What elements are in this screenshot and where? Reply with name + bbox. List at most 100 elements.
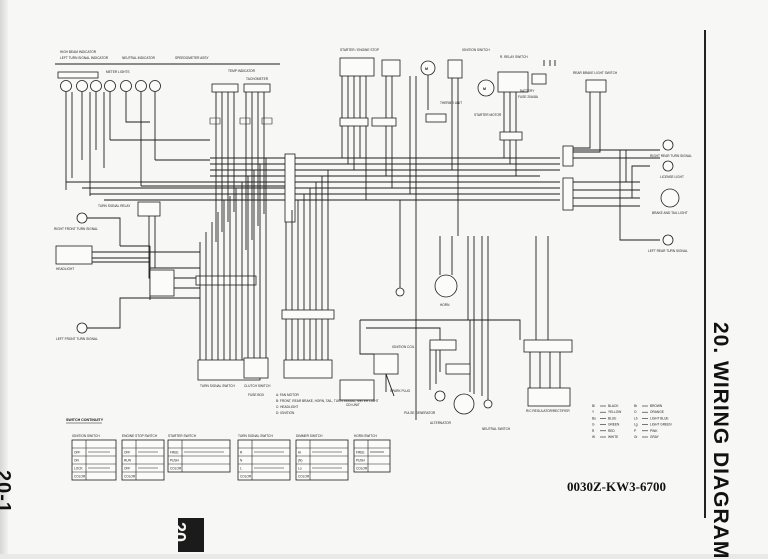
switch-table-title: IGNITION SWITCH xyxy=(72,434,100,438)
right-rear-turn-signal-bulb xyxy=(662,139,674,151)
right-rear-turn-signal-label: RIGHT REAR TURN SIGNAL xyxy=(650,154,692,158)
relay-switch-label: R. RELAY SWITCH xyxy=(500,55,528,59)
switch-table-row-label: ON xyxy=(74,459,79,463)
fuse-box-label: FUSE BOX xyxy=(248,393,265,397)
legend-code: Lb xyxy=(634,416,638,420)
alternator-symbol xyxy=(453,393,475,415)
switch-table-row-label: OFF xyxy=(124,451,130,455)
switch-table-title: DIMMER SWITCH xyxy=(296,434,323,438)
pulse-generator-symbol xyxy=(434,390,446,402)
section-title: 20. WIRING DIAGRAM xyxy=(709,322,732,559)
fuse-note-d: D: IGNITION xyxy=(276,411,295,415)
regulator-connector xyxy=(523,339,573,353)
fuse-note-a: A: FAN MOTOR xyxy=(276,393,299,397)
ignition-coil-box xyxy=(373,353,399,375)
switch-table-row-label: PUSH xyxy=(170,459,180,463)
left-front-turn-signal-bulb xyxy=(76,322,88,334)
switch-table-row-label: Hi xyxy=(298,451,301,455)
switch-table-row-label: COLOR xyxy=(74,475,86,479)
switch-table-title: HORN SWITCH xyxy=(354,434,378,438)
starter-motor-symbol xyxy=(477,79,495,97)
rear-junction-connector xyxy=(562,177,574,211)
svg-text:M: M xyxy=(425,67,428,71)
pulse-generator-label: PULSE GENERATOR xyxy=(404,411,436,415)
rear-brake-switch: REAR BRAKE LIGHT SWITCH xyxy=(573,71,618,153)
page-edge-shadow xyxy=(0,0,8,554)
instrument-cluster: HIGH BEAM INDICATOR LEFT TURN SIGNAL IND… xyxy=(55,50,280,93)
turn-signal-relay-box xyxy=(137,201,161,217)
rear-brake-switch-label: REAR BRAKE LIGHT SWITCH xyxy=(573,71,618,75)
tachometer-label: TACHOMETER xyxy=(246,77,269,81)
part-number: 0030Z-KW3-6700 xyxy=(567,479,666,494)
fuse-note-c: C: HEADLIGHT xyxy=(276,405,298,409)
headlight-label: HEADLIGHT xyxy=(56,267,74,271)
speedometer-label: SPEEDOMETER ASSY xyxy=(175,56,210,60)
switch-table-row-label: COLOR xyxy=(240,475,252,479)
legend-code: R xyxy=(592,429,595,433)
legend-color-name: LIGHT GREEN xyxy=(650,423,672,427)
regulator-rectifier-box xyxy=(527,387,571,407)
horn-button-symbol xyxy=(395,287,405,297)
switch-table-row-label: (N) xyxy=(298,459,302,463)
high-beam-indicator-label: HIGH BEAM INDICATOR xyxy=(60,50,97,54)
battery-label: BATTERY xyxy=(520,89,535,93)
alternator-label: ALTERNATOR xyxy=(430,421,452,425)
legend-code: Br xyxy=(634,404,638,408)
clutch-switch-box xyxy=(243,357,269,379)
switch-table-row-label: OFF xyxy=(74,451,80,455)
horn-label: HORN xyxy=(440,303,450,307)
clutch-switch-label: CLUTCH SWITCH xyxy=(244,384,271,388)
legend-color-name: LIGHT BLUE xyxy=(650,416,669,420)
switch-table-row-label: PUSH xyxy=(356,459,366,463)
license-light-bulb xyxy=(662,160,674,172)
headlight-unit xyxy=(55,245,93,265)
switch-table-row-label: OFF xyxy=(124,467,130,471)
cdi-unit-label: CDI UNIT xyxy=(346,403,360,407)
page-number: 20-1 xyxy=(0,470,14,515)
switch-table-frame xyxy=(295,439,349,481)
handlebar-connectors: TURN SIGNAL SWITCH CLUTCH SWITCH FUSE BO… xyxy=(195,158,379,415)
license-light-label: LICENSE LIGHT xyxy=(660,175,684,179)
ignition-charging: HORN IGNITION COIL SPARK PLUG CDI UNIT P… xyxy=(339,200,573,431)
starter-motor-label: STARTER MOTOR xyxy=(474,113,502,117)
legend-color-name: PINK xyxy=(650,429,658,433)
section-tab xyxy=(178,518,204,552)
legend-code: O xyxy=(634,410,637,414)
switch-table-row-label: Lo xyxy=(298,467,302,471)
switch-table-row-label: RUN xyxy=(124,459,132,463)
fuse-box xyxy=(283,359,333,379)
legend-color-name: BLUE xyxy=(608,416,616,420)
svg-text:M: M xyxy=(483,87,486,91)
legend-code: Gr xyxy=(634,435,638,439)
legend-code: W xyxy=(592,435,595,439)
legend-code: Bu xyxy=(592,416,596,420)
switch-table-title: STARTER SWITCH xyxy=(168,434,197,438)
switch-table-row-label: COLOR xyxy=(124,475,136,479)
legend-code: Y xyxy=(592,410,595,414)
neutral-switch-symbol xyxy=(483,399,493,409)
legend-color-name: GRAY xyxy=(650,435,660,439)
fuse-label: FUSE 20A/8A xyxy=(518,95,539,99)
legend-color-name: RED xyxy=(608,429,615,433)
left-junction-connector xyxy=(284,153,296,223)
meter-lights-label: METER LIGHTS xyxy=(106,70,130,74)
front-lighting: TURN SIGNAL RELAY RIGHT FRONT TURN SIGNA… xyxy=(54,201,200,341)
legend-code: Bl xyxy=(592,404,595,408)
switch-table-title: ENGINE STOP SWITCH xyxy=(122,434,158,438)
ignition-starter-section: STARTER / ENGINE STOP IGNITION SWITCH R.… xyxy=(339,48,556,420)
regulator-rectifier-label: R/C REGULATOR/RECTIFIER xyxy=(526,409,570,413)
switch-continuity-title: SWITCH CONTINUITY xyxy=(66,418,104,422)
brake-tail-light-label: BRAKE AND TAIL LIGHT xyxy=(652,211,688,215)
left-front-turn-signal-label: LEFT FRONT TURN SIGNAL xyxy=(56,337,98,341)
ignition-coil-label: IGNITION COIL xyxy=(392,345,415,349)
legend-code: Lg xyxy=(634,423,638,427)
switch-table-row-label: LOCK xyxy=(74,467,84,471)
brake-connector xyxy=(562,145,574,167)
legend-color-name: BROWN xyxy=(650,404,663,408)
switch-table-row-label: COLOR xyxy=(170,467,182,471)
switch-table-row-label: N xyxy=(240,459,243,463)
